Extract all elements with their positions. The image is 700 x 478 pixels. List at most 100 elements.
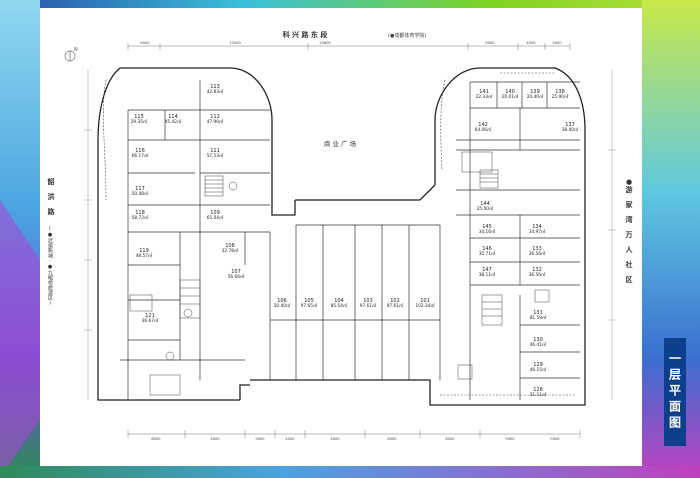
unit-number: 139	[530, 89, 540, 95]
decorative-left-strip	[0, 0, 40, 478]
bottom-dim: 8500	[151, 437, 161, 441]
unit-number: 101	[420, 298, 430, 304]
unit-area: 32.78㎡	[222, 247, 239, 254]
unit-area: 97.65㎡	[301, 302, 318, 309]
unit-area: 97.61㎡	[360, 302, 377, 309]
unit-area: 36.56㎡	[529, 271, 546, 278]
floor-plan: 科 兴 路 东 段 (●成都体育学院) N 6000 12000 20800 8…	[40, 8, 642, 466]
unit-number: 121	[145, 313, 155, 319]
bottom-dim: 4000	[210, 437, 220, 441]
unit-number: 115	[134, 114, 144, 120]
unit-area: 102.34㎡	[415, 302, 435, 309]
bottom-dim: 6000	[445, 437, 455, 441]
east-road-label: ●游 家 湾 万 人 社 区	[625, 178, 633, 283]
unit-area: 36.56㎡	[529, 250, 546, 257]
north-road-note: (●成都体育学院)	[388, 32, 426, 39]
top-dim: 8000	[485, 41, 495, 45]
unit-number: 116	[135, 148, 145, 154]
unit-number: 112	[210, 114, 220, 120]
unit-area: 34.16㎡	[479, 228, 496, 235]
unit-number: 108	[225, 243, 235, 249]
unit-area: 81.59㎡	[530, 314, 547, 321]
unit-number: 142	[478, 122, 488, 128]
top-dimension-line	[127, 43, 571, 50]
top-dim: 3000	[552, 41, 562, 45]
west-road-note: (●武侯新城·●九眼桥旅游区)	[47, 226, 53, 306]
top-dim: 6000	[140, 41, 150, 45]
west-road-label: 韶 洪 路	[47, 178, 55, 215]
bottom-dim: 4000	[285, 437, 295, 441]
unit-number: 107	[231, 269, 241, 275]
unit-number: 131	[533, 310, 543, 316]
unit-area: 47.90㎡	[207, 118, 224, 125]
decorative-bottom-strip	[0, 466, 700, 478]
bottom-dim: 9000	[255, 437, 265, 441]
unit-area: 38.40㎡	[562, 126, 579, 133]
unit-area: 46.41㎡	[530, 341, 547, 348]
east-wing-walls	[456, 81, 580, 400]
plaza-label: 商 业 广 场	[324, 139, 357, 148]
bottom-dim: 5900	[505, 437, 515, 441]
unit-area: 24.40㎡	[527, 93, 544, 100]
unit-number: 147	[482, 267, 492, 273]
unit-area: 65.04㎡	[207, 214, 224, 221]
floor-title: 一层平面图	[664, 338, 686, 446]
unit-area: 42.83㎡	[207, 88, 224, 95]
unit-number: 105	[304, 298, 314, 304]
building-outline	[97, 67, 586, 406]
unit-number: 102	[390, 298, 400, 304]
unit-area: 36.67㎡	[142, 317, 159, 324]
svg-text:N: N	[74, 47, 78, 53]
canopy-lines	[103, 72, 575, 396]
unit-area: 46.15㎡	[530, 366, 547, 373]
unit-area: 57.53㎡	[207, 152, 224, 159]
unit-number: 146	[482, 246, 492, 252]
top-dim: 4000	[526, 41, 536, 45]
unit-area: 25.00㎡	[477, 205, 494, 212]
unit-number: 140	[505, 89, 515, 95]
unit-area: 66.17㎡	[132, 152, 149, 159]
unit-number: 132	[532, 267, 542, 273]
north-arrow-icon: N	[64, 47, 78, 62]
stair-core-symbols	[129, 151, 550, 396]
unit-area: 50.40㎡	[274, 302, 291, 309]
top-dim: 12000	[229, 41, 241, 45]
unit-area: 56.66㎡	[228, 273, 245, 280]
unit-number: 130	[533, 337, 543, 343]
decorative-top-strip	[0, 0, 700, 8]
unit-number: 134	[532, 224, 542, 230]
unit-area: 20.01㎡	[502, 93, 519, 100]
unit-number: 141	[479, 89, 489, 95]
unit-number: 138	[555, 89, 565, 95]
unit-area: 64.06㎡	[475, 126, 492, 133]
unit-area: 51.11㎡	[530, 391, 547, 398]
unit-area: 22.33㎡	[476, 93, 493, 100]
unit-number: 109	[210, 210, 220, 216]
unit-number: 133	[532, 246, 542, 252]
